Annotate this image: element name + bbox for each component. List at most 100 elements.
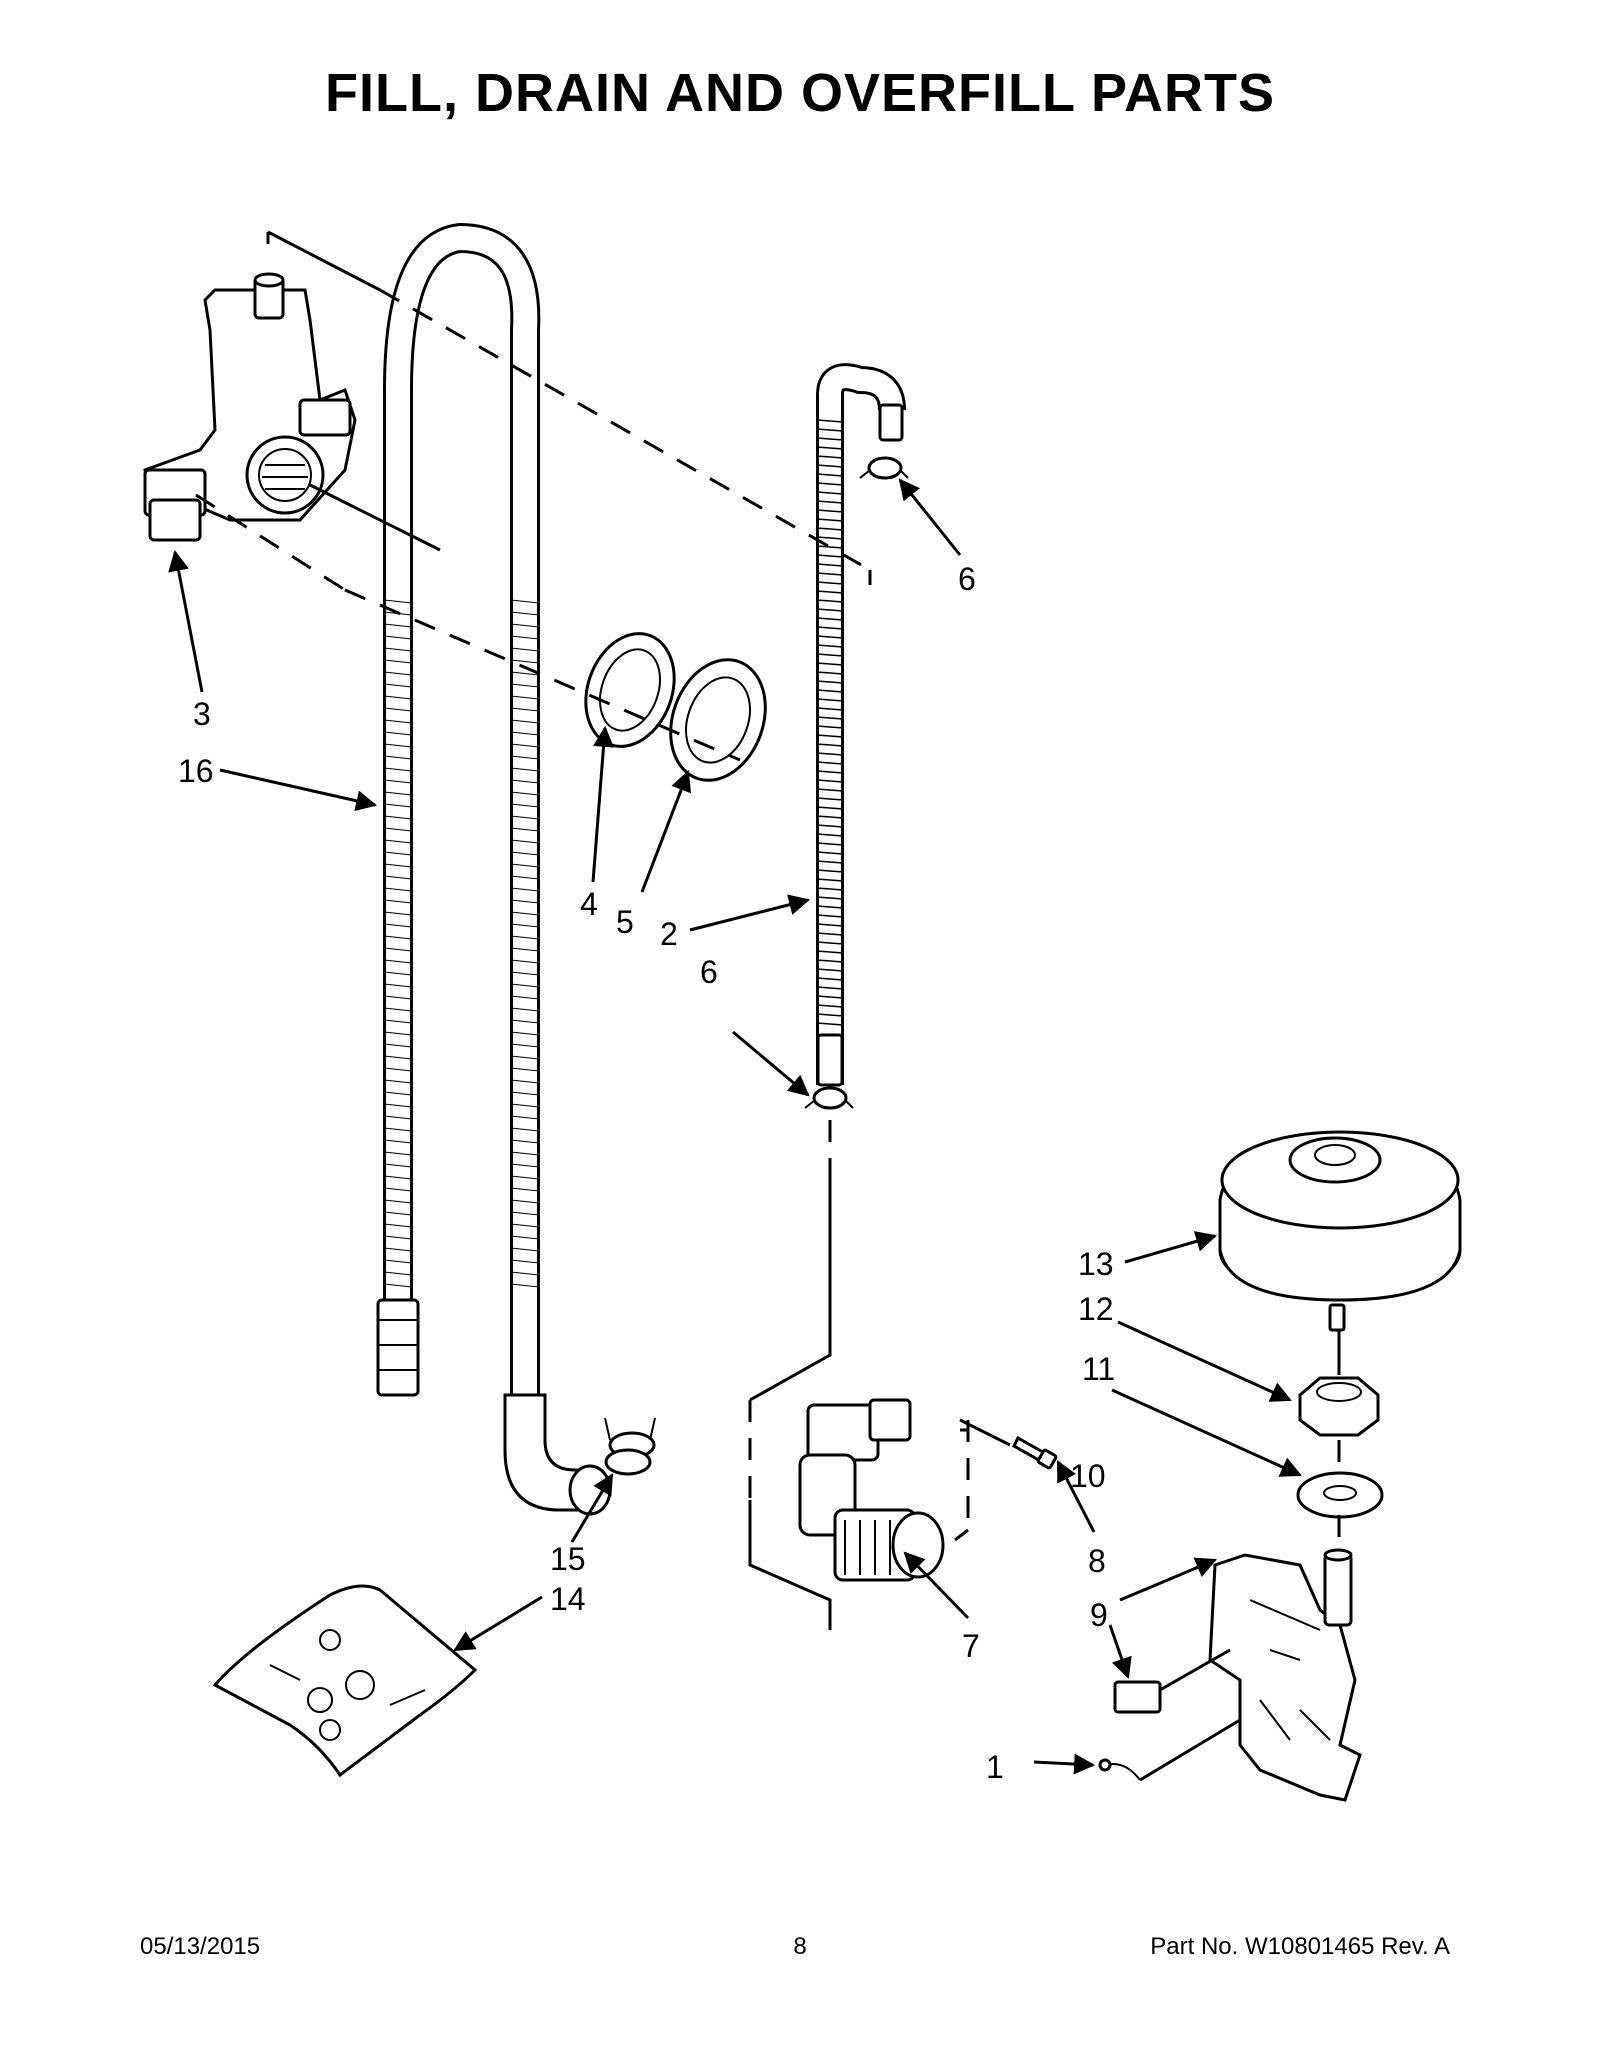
hose-clamp-part-top xyxy=(859,456,909,480)
hose-rib xyxy=(816,788,844,792)
hose-rib xyxy=(816,941,844,945)
hose-rib xyxy=(816,563,844,567)
hose-rib xyxy=(816,644,844,648)
hose-rib xyxy=(816,509,844,513)
hose-rib xyxy=(816,437,844,441)
hose-rib xyxy=(816,824,844,828)
hose-rib xyxy=(383,1283,413,1288)
hose-rib xyxy=(816,680,844,684)
hose-rib xyxy=(816,779,844,783)
hose-rib xyxy=(510,839,540,844)
hose-rib xyxy=(383,1211,413,1216)
hose-rib xyxy=(383,779,413,784)
hose-rib xyxy=(383,695,413,700)
hose-rib xyxy=(383,623,413,628)
drain-hose-part xyxy=(376,222,612,1516)
hose-rib xyxy=(510,1031,540,1036)
hose-rib xyxy=(510,647,540,652)
hose-rib xyxy=(816,806,844,810)
hose-rib xyxy=(383,1235,413,1240)
hose-rib xyxy=(510,1175,540,1180)
parts-bag-part xyxy=(212,1584,478,1778)
float-switch-part xyxy=(1113,1680,1162,1714)
hose-rib xyxy=(510,779,540,784)
hose-rib xyxy=(383,1043,413,1048)
hose-rib xyxy=(383,1187,413,1192)
hose-rib xyxy=(816,878,844,882)
hose-rib xyxy=(510,863,540,868)
hose-rib xyxy=(510,911,540,916)
hose-rib xyxy=(816,716,844,720)
hose-rib xyxy=(816,842,844,846)
hose-rib xyxy=(510,995,540,1000)
hose-rib xyxy=(816,968,844,972)
leader-arrows xyxy=(168,478,1302,1775)
hose-rib xyxy=(383,767,413,772)
hose-rib xyxy=(510,1007,540,1012)
hose-rib xyxy=(510,887,540,892)
hose-rib xyxy=(816,950,844,954)
hose-rib xyxy=(510,755,540,760)
hose-rib xyxy=(383,959,413,964)
hose-rib xyxy=(816,1022,844,1026)
hose-rib xyxy=(816,896,844,900)
hose-rib xyxy=(383,971,413,976)
hose-rib xyxy=(816,617,844,621)
hose-rib xyxy=(510,1211,540,1216)
callout-6-top: 6 xyxy=(958,561,976,597)
hose-rib xyxy=(816,995,844,999)
hose-rib xyxy=(816,554,844,558)
hose-rib xyxy=(816,428,844,432)
hose-rib xyxy=(816,491,844,495)
hose-rib xyxy=(383,983,413,988)
callout-1: 1 xyxy=(986,1749,1004,1785)
hose-rib xyxy=(383,1163,413,1168)
hose-rib xyxy=(816,662,844,666)
hose-rib xyxy=(510,803,540,808)
callout-10: 10 xyxy=(1070,1458,1106,1494)
hose-rib xyxy=(816,500,844,504)
hose-rib xyxy=(510,767,540,772)
hose-rib xyxy=(383,755,413,760)
hose-rib xyxy=(816,419,844,423)
callout-11: 11 xyxy=(1082,1351,1115,1387)
hose-rib xyxy=(510,1163,540,1168)
hose-rib xyxy=(383,1271,413,1276)
hose-rib xyxy=(816,977,844,981)
hose-rib xyxy=(510,971,540,976)
hose-rib xyxy=(383,1067,413,1072)
hose-rib xyxy=(510,899,540,904)
inlet-valve-part xyxy=(798,1398,945,1582)
callout-9: 9 xyxy=(1090,1597,1108,1633)
gasket-part xyxy=(584,632,676,748)
hose-rib xyxy=(816,986,844,990)
hose-rib xyxy=(383,1199,413,1204)
hose-rib xyxy=(510,947,540,952)
hose-rib xyxy=(816,923,844,927)
hose-rib xyxy=(816,815,844,819)
callout-3: 3 xyxy=(193,696,211,732)
hose-rib xyxy=(383,683,413,688)
hex-nut-part xyxy=(669,658,767,782)
hose-rib xyxy=(816,725,844,729)
hose-rib xyxy=(383,1139,413,1144)
hose-rib xyxy=(510,1115,540,1120)
float-washer-part xyxy=(1296,1471,1384,1519)
assembly-lines xyxy=(195,230,1341,1782)
hose-rib xyxy=(383,731,413,736)
hose-rib xyxy=(816,671,844,675)
hose-rib xyxy=(383,923,413,928)
hose-rib xyxy=(816,833,844,837)
hose-rib xyxy=(816,446,844,450)
hose-rib xyxy=(816,770,844,774)
hose-rib xyxy=(383,1019,413,1024)
hose-rib xyxy=(816,752,844,756)
hose-rib xyxy=(510,1019,540,1024)
hose-rib xyxy=(383,887,413,892)
hose-rib xyxy=(383,635,413,640)
hose-rib xyxy=(383,815,413,820)
hose-rib xyxy=(510,851,540,856)
fill-hose-part xyxy=(816,363,906,1087)
page-title: FILL, DRAIN AND OVERFILL PARTS xyxy=(325,63,1275,123)
